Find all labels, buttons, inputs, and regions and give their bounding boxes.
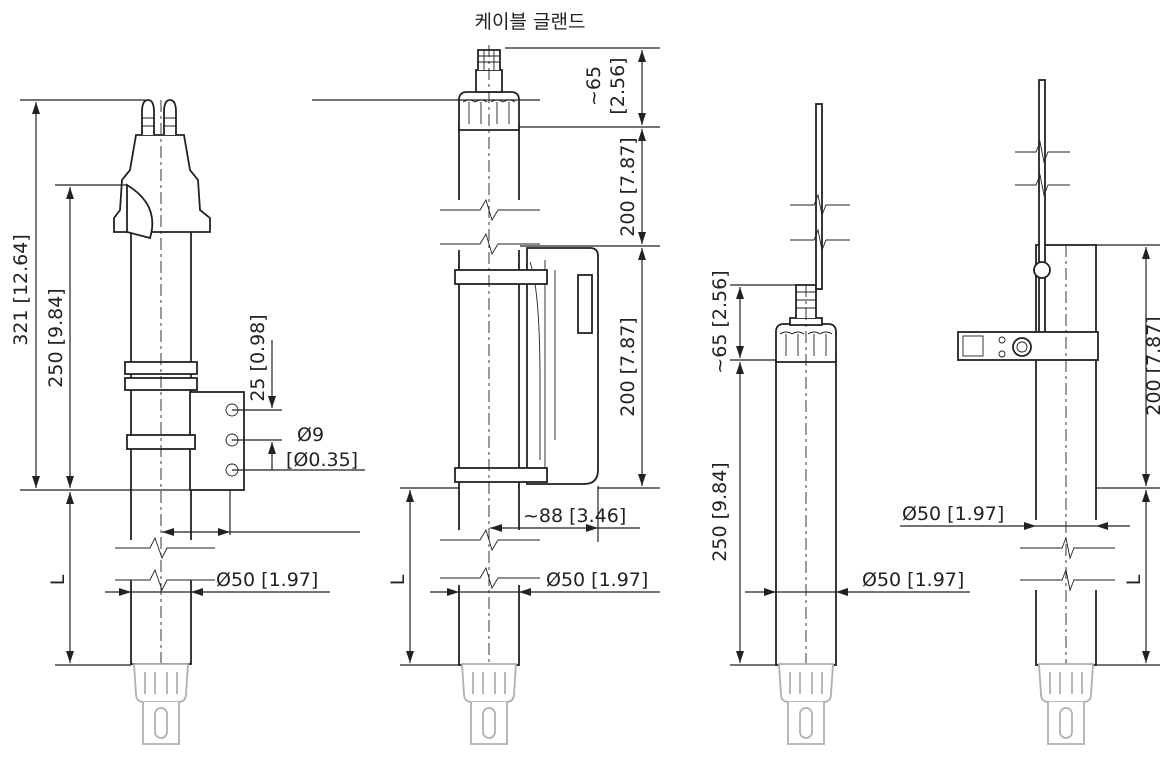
dim-phi035: [Ø0.35] (286, 449, 358, 471)
view-4-pipe-mount (900, 79, 1160, 745)
dim-200-view4: 200 [7.87] (1143, 316, 1160, 415)
labels: 케이블 글랜드 321 [12.64] 250 [9.84] 25 [0.98]… (10, 11, 1160, 591)
cable-gland-2 (475, 69, 503, 93)
dim-65-view2: ~65 (583, 66, 605, 106)
dim-250-view1: 250 [9.84] (45, 288, 67, 387)
holder-slot-2 (577, 274, 593, 334)
dim-phi50-view3: Ø50 [1.97] (862, 569, 964, 591)
dim-L-view2: L (387, 574, 409, 585)
dim-65-view3: ~65 [2.56] (709, 270, 731, 373)
dim-phi50-view4: Ø50 [1.97] (902, 503, 1004, 525)
strap-2b (454, 467, 548, 483)
dim-25: 25 [0.98] (247, 314, 269, 401)
view-2-front (312, 45, 660, 745)
view-3-pipe (730, 103, 970, 745)
dim-phi50-view1: Ø50 [1.97] (216, 569, 318, 591)
view-1-side (20, 99, 365, 745)
hose-nipple-right (163, 99, 177, 135)
dim-88: ~88 [3.46] (523, 505, 626, 527)
cable-gland-label: 케이블 글랜드 (475, 11, 586, 33)
holder-clip-1 (126, 183, 154, 240)
dim-321: 321 [12.64] (10, 234, 32, 346)
dim-L-view4: L (1123, 574, 1145, 585)
dim-phi50-view2: Ø50 [1.97] (546, 569, 648, 591)
dim-256-view2: [2.56] (607, 57, 629, 114)
dim-250-view3: 250 [9.84] (709, 462, 731, 561)
mounting-bracket-1 (189, 391, 245, 491)
pipe-3 (815, 103, 823, 290)
dim-200-top-view2: 200 [7.87] (617, 137, 639, 236)
dim-200-mid-view2: 200 [7.87] (617, 317, 639, 416)
dim-phi9: Ø9 (297, 424, 324, 446)
pipe-4 (1038, 79, 1046, 351)
dim-L-view1: L (47, 574, 69, 585)
hose-nipple-left (141, 99, 155, 135)
clamp-knob-4 (1033, 261, 1051, 279)
strap-2a (454, 269, 548, 285)
